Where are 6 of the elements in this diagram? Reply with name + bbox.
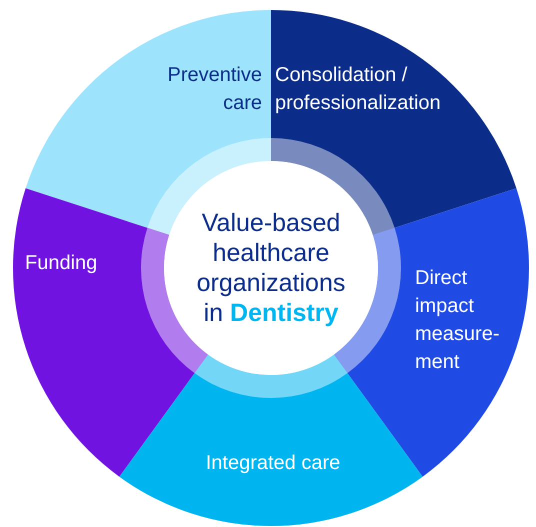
segment-label: Consolidation / professionalization (275, 63, 442, 116)
segment-label: Direct impact measure-ment (415, 266, 500, 375)
segment-label: Integrated care (204, 451, 342, 476)
segment-label: Funding (25, 251, 98, 276)
segment-label: Preventive care (166, 63, 262, 116)
center-title: Value-based healthcare organizations in Dentistry (196, 208, 346, 328)
